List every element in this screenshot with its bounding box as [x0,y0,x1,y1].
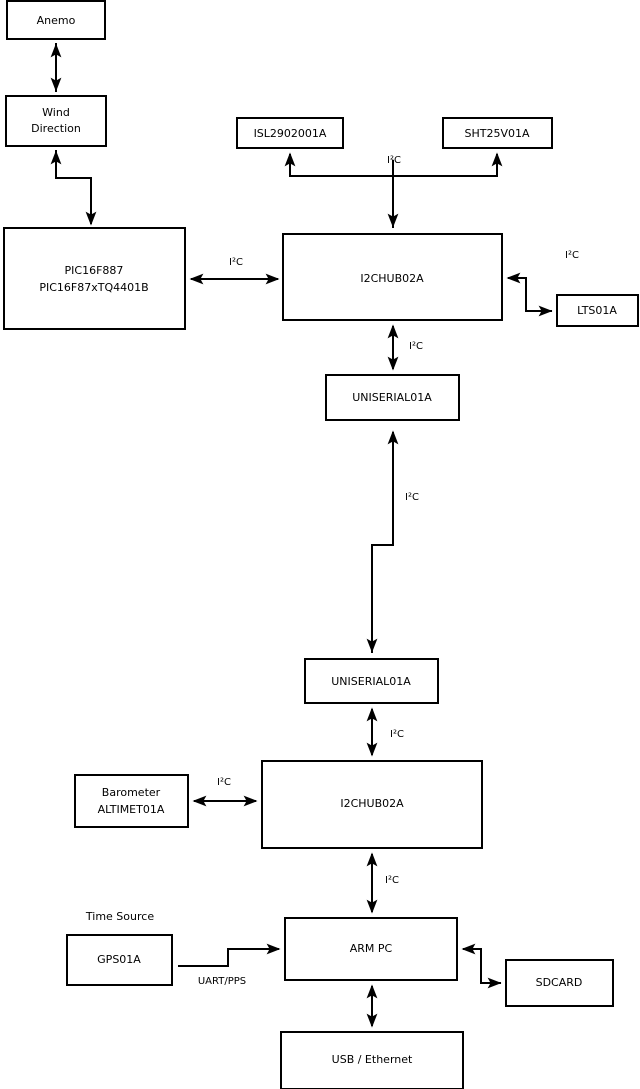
edge-armpc-sdcard [461,943,502,989]
node-isl2902001a[interactable]: ISL2902001A [236,117,344,149]
node-label-barometer-line2: ALTIMET01A [98,803,165,816]
node-uniserial01a-top[interactable]: UNISERIAL01A [325,374,460,421]
edge-gps-armpc [178,943,281,967]
node-label-wind-direction-line1: Wind [42,106,70,119]
node-label-arm-pc: ARM PC [350,942,393,955]
node-label-uniserial01a-top: UNISERIAL01A [352,391,432,404]
nodes-layer: Anemo Wind Direction PIC16F887 PIC16F87x… [3,0,639,1089]
node-pic-mcu[interactable]: PIC16F887 PIC16F87xTQ4401B [3,227,186,330]
edge-label-hub-lts: I²C [565,250,579,261]
edges-layer [50,43,553,1028]
edge-label-hub-unitop: I²C [409,341,423,352]
node-anemo[interactable]: Anemo [6,0,106,40]
node-label-lts01a: LTS01A [577,304,617,317]
node-lts01a[interactable]: LTS01A [556,294,639,327]
edge-label-uni-hubbot: I²C [390,729,404,740]
label-time-source: Time Source [85,910,154,923]
node-label-sht25v01a: SHT25V01A [464,127,529,140]
node-label-anemo: Anemo [37,14,76,27]
node-label-sdcard: SDCARD [536,976,583,989]
node-label-wind-direction-line2: Direction [31,122,81,135]
edge-label-pic-hub: I²C [229,257,243,268]
edge-label-hub-sensors: I²C [387,155,401,166]
node-gps01a[interactable]: GPS01A [66,934,173,986]
node-uniserial01a-bottom[interactable]: UNISERIAL01A [304,658,439,704]
node-label-usb-ethernet: USB / Ethernet [332,1053,413,1066]
node-wind-direction[interactable]: Wind Direction [5,95,107,147]
node-arm-pc[interactable]: ARM PC [284,917,458,981]
node-label-uniserial01a-bottom: UNISERIAL01A [331,675,411,688]
node-label-barometer-line1: Barometer [102,786,161,799]
edge-labels-layer: I²C I²C I²C I²C I²C I²C I²C I²C UART/PPS [198,155,579,987]
node-label-pic-line1: PIC16F887 [65,264,124,277]
node-i2chub02a-bottom[interactable]: I2CHUB02A [261,760,483,849]
node-i2chub02a-top[interactable]: I2CHUB02A [282,233,503,321]
edge-unitop-unibot [366,430,399,653]
node-label-i2chub02a-top: I2CHUB02A [360,272,424,285]
node-label-i2chub02a-bottom: I2CHUB02A [340,797,404,810]
edge-hubtop-sensors [284,152,503,228]
edge-pic-wind [50,150,97,226]
edge-label-uni-uni: I²C [405,492,419,503]
edge-label-hub-arm: I²C [385,875,399,886]
node-usb-ethernet[interactable]: USB / Ethernet [280,1031,464,1089]
edge-hubtop-lts [506,272,553,317]
node-sdcard[interactable]: SDCARD [505,959,614,1007]
edge-label-baro-hub: I²C [217,777,231,788]
node-sht25v01a[interactable]: SHT25V01A [442,117,553,149]
edge-label-gps-arm: UART/PPS [198,976,246,987]
node-label-isl2902001a: ISL2902001A [254,127,327,140]
node-label-gps01a: GPS01A [97,953,141,966]
free-labels-layer: Time Source [85,910,154,923]
node-label-pic-line2: PIC16F87xTQ4401B [39,281,148,294]
node-barometer[interactable]: Barometer ALTIMET01A [74,774,189,828]
